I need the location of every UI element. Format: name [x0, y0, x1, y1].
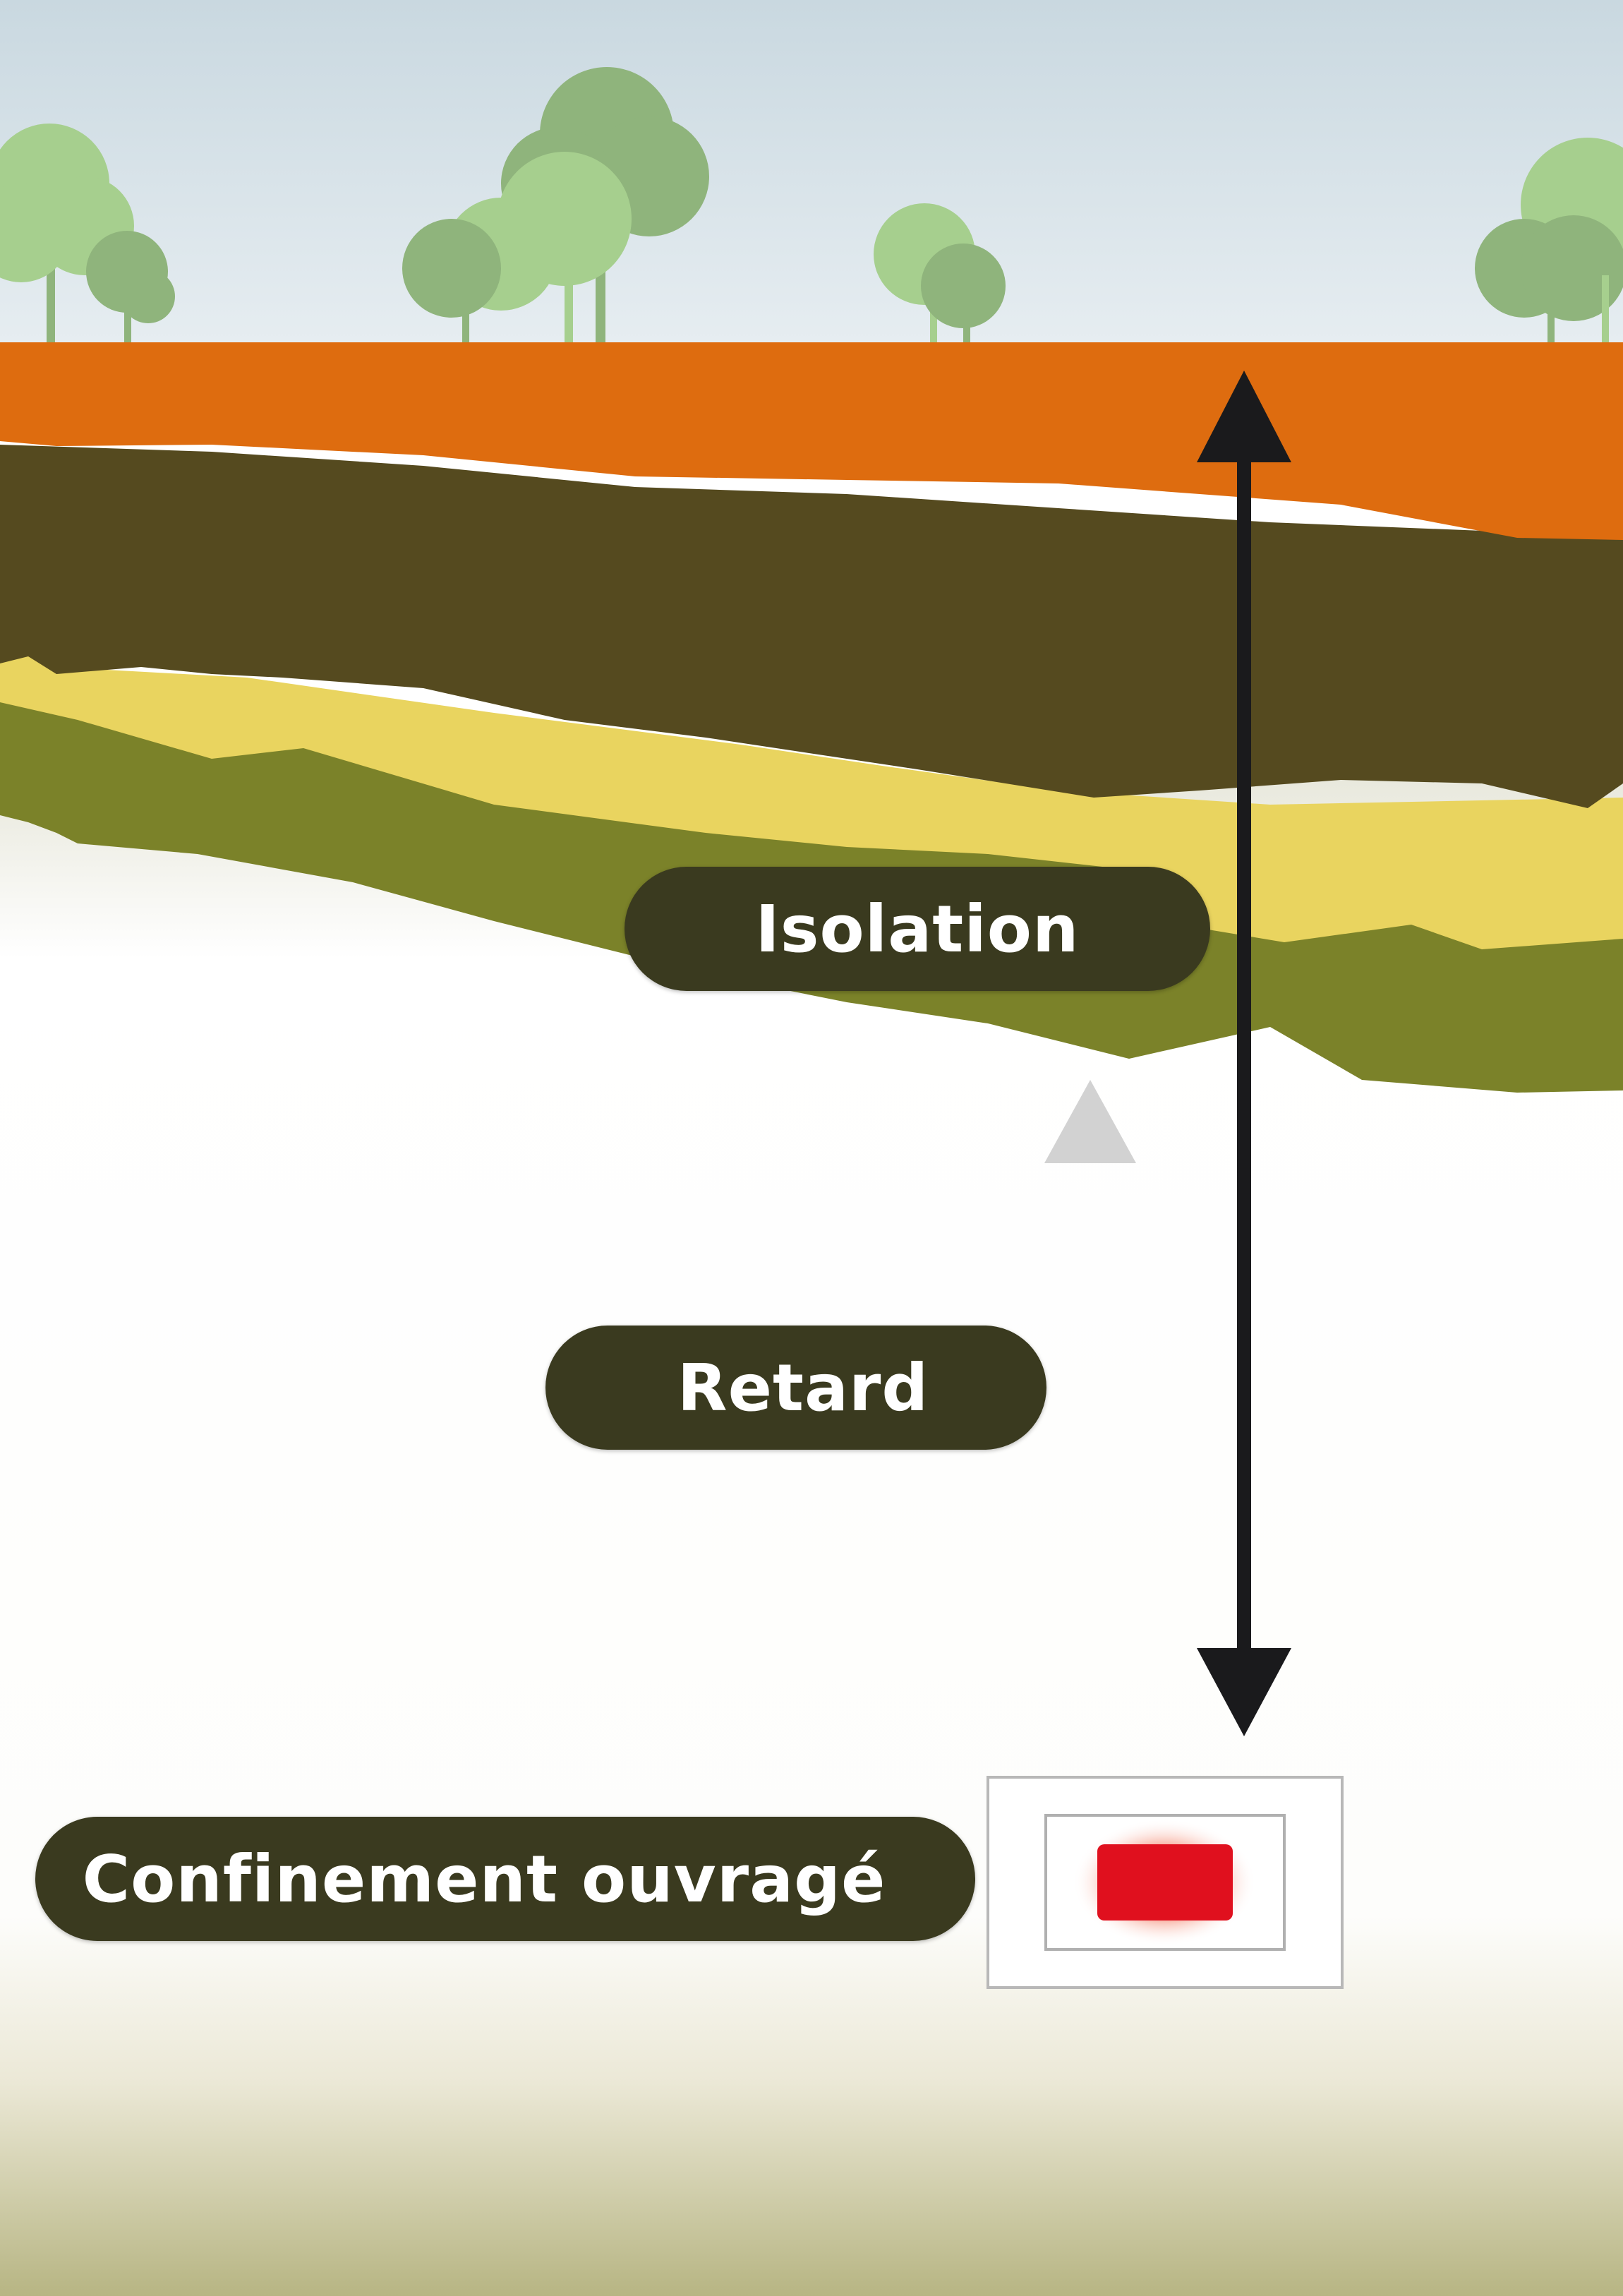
retard-label: Retard — [545, 1326, 1046, 1450]
tree-icon — [402, 67, 709, 342]
confinement-label-text: Confinement ouvragé — [82, 1841, 886, 1917]
retard-label-text: Retard — [677, 1350, 929, 1426]
tree-icon — [874, 203, 1006, 342]
orange-layer — [0, 342, 1623, 540]
dashed-up-arrow-icon — [1044, 1080, 1136, 1750]
brown-layer — [0, 445, 1623, 808]
storage-container-icon — [987, 1776, 1344, 1989]
sky — [0, 0, 1623, 342]
yellow-layer — [0, 653, 1623, 949]
tree-icon — [0, 124, 175, 342]
tree-icon — [1475, 138, 1623, 342]
confinement-label: Confinement ouvragé — [35, 1817, 975, 1941]
isolation-label: Isolation — [625, 867, 1210, 991]
isolation-label-text: Isolation — [755, 891, 1080, 967]
double-arrow-icon — [1197, 371, 1291, 1736]
